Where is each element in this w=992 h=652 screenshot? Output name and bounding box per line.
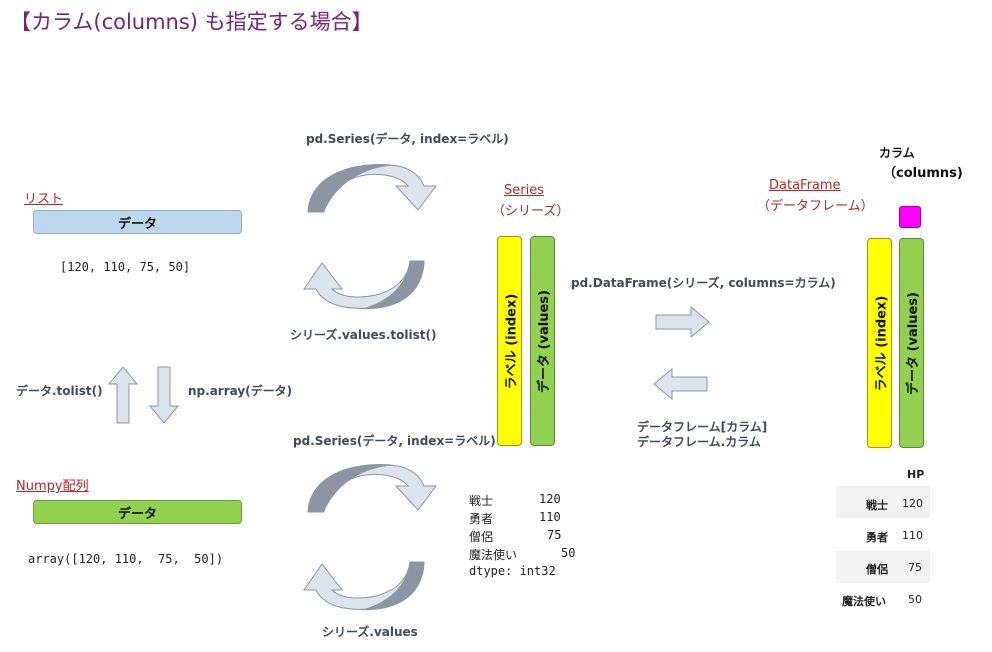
- numpy-data-bar: データ: [33, 500, 242, 524]
- list-data-bar: データ: [33, 210, 242, 234]
- series-output-value: 120: [539, 492, 561, 506]
- numpy-value: array([120, 110, 75, 50]): [28, 552, 224, 566]
- list-label: リスト: [24, 192, 64, 207]
- list-to-numpy-label: np.array(データ): [188, 384, 293, 398]
- series-to-numpy-label: シリーズ.values: [322, 625, 418, 639]
- series-output-dtype: dtype: int32: [469, 564, 556, 578]
- table-header: HP: [907, 468, 925, 481]
- right-arrow-icon: [655, 305, 710, 339]
- numpy-data-bar-label: データ: [117, 506, 157, 522]
- table-row-name: 勇者: [866, 531, 888, 544]
- series-label: Series: [504, 183, 544, 198]
- series-index-label: ラベル (index): [504, 293, 520, 389]
- series-output-name: 魔法使い: [469, 548, 518, 562]
- series-output-name: 戦士: [469, 494, 494, 508]
- df-index-bar: ラベル (index): [867, 238, 892, 448]
- numpy-to-series-label: pd.Series(データ, index=ラベル): [293, 434, 496, 448]
- curved-arrow-left-icon: [303, 260, 425, 310]
- numpy-label: Numpy配列: [16, 479, 89, 494]
- column-label: カラム: [879, 146, 915, 160]
- dataframe-label: DataFrame: [769, 178, 841, 193]
- series-output-name: 僧侶: [469, 530, 494, 544]
- series-index-bar: ラベル (index): [497, 236, 522, 446]
- curved-arrow-left-icon-2: [303, 561, 425, 611]
- series-output-value: 110: [539, 510, 561, 524]
- numpy-to-list-label: データ.tolist(): [16, 384, 103, 398]
- df-to-series-label-1: データフレーム[カラム]: [637, 420, 768, 434]
- column-sub-label: （columns): [883, 166, 963, 181]
- table-row-value: 75: [908, 561, 922, 574]
- series-sub-label: （シリーズ）: [492, 204, 570, 219]
- series-values-bar: データ (values): [530, 236, 555, 446]
- series-values-label: データ (values): [537, 289, 553, 393]
- column-marker: [899, 206, 921, 228]
- series-output-value: 75: [547, 528, 562, 542]
- series-output: 戦士 120 勇者 110 僧侶 75 魔法使い 50 dtype: int32: [469, 492, 609, 592]
- series-output-value: 50: [561, 546, 576, 560]
- left-arrow-icon: [653, 367, 708, 401]
- curved-arrow-right-icon-2: [307, 464, 437, 513]
- dataframe-sub-label: （データフレーム）: [757, 199, 874, 214]
- list-to-series-label: pd.Series(データ, index=ラベル): [306, 132, 509, 146]
- list-data-bar-label: データ: [117, 216, 157, 232]
- table-row-value: 120: [902, 497, 923, 510]
- table-row-stripe: [836, 486, 930, 518]
- df-values-label: データ (values): [906, 291, 922, 395]
- up-arrow-icon: [107, 366, 139, 424]
- down-arrow-icon: [148, 366, 180, 424]
- curved-arrow-right-icon: [307, 164, 437, 213]
- table-row-value: 50: [908, 593, 922, 606]
- series-to-list-label: シリーズ.values.tolist(): [290, 328, 437, 342]
- df-to-series-label-2: データフレーム.カラム: [637, 435, 761, 449]
- table-row-name: 僧侶: [866, 563, 888, 576]
- table-row-value: 110: [902, 529, 923, 542]
- df-table: HP 戦士 120 勇者 110 僧侶 75 魔法使い 50: [836, 462, 936, 622]
- df-index-label: ラベル (index): [874, 295, 890, 391]
- series-to-df-label: pd.DataFrame(シリーズ, columns=カラム): [571, 276, 836, 290]
- df-values-bar: データ (values): [899, 238, 924, 448]
- list-value: [120, 110, 75, 50]: [60, 260, 191, 274]
- page-title: 【カラム(columns) も指定する場合】: [10, 10, 373, 34]
- table-row-name: 魔法使い: [842, 595, 886, 608]
- series-output-name: 勇者: [469, 512, 494, 526]
- table-row-stripe: [836, 551, 930, 583]
- table-row-name: 戦士: [866, 499, 888, 512]
